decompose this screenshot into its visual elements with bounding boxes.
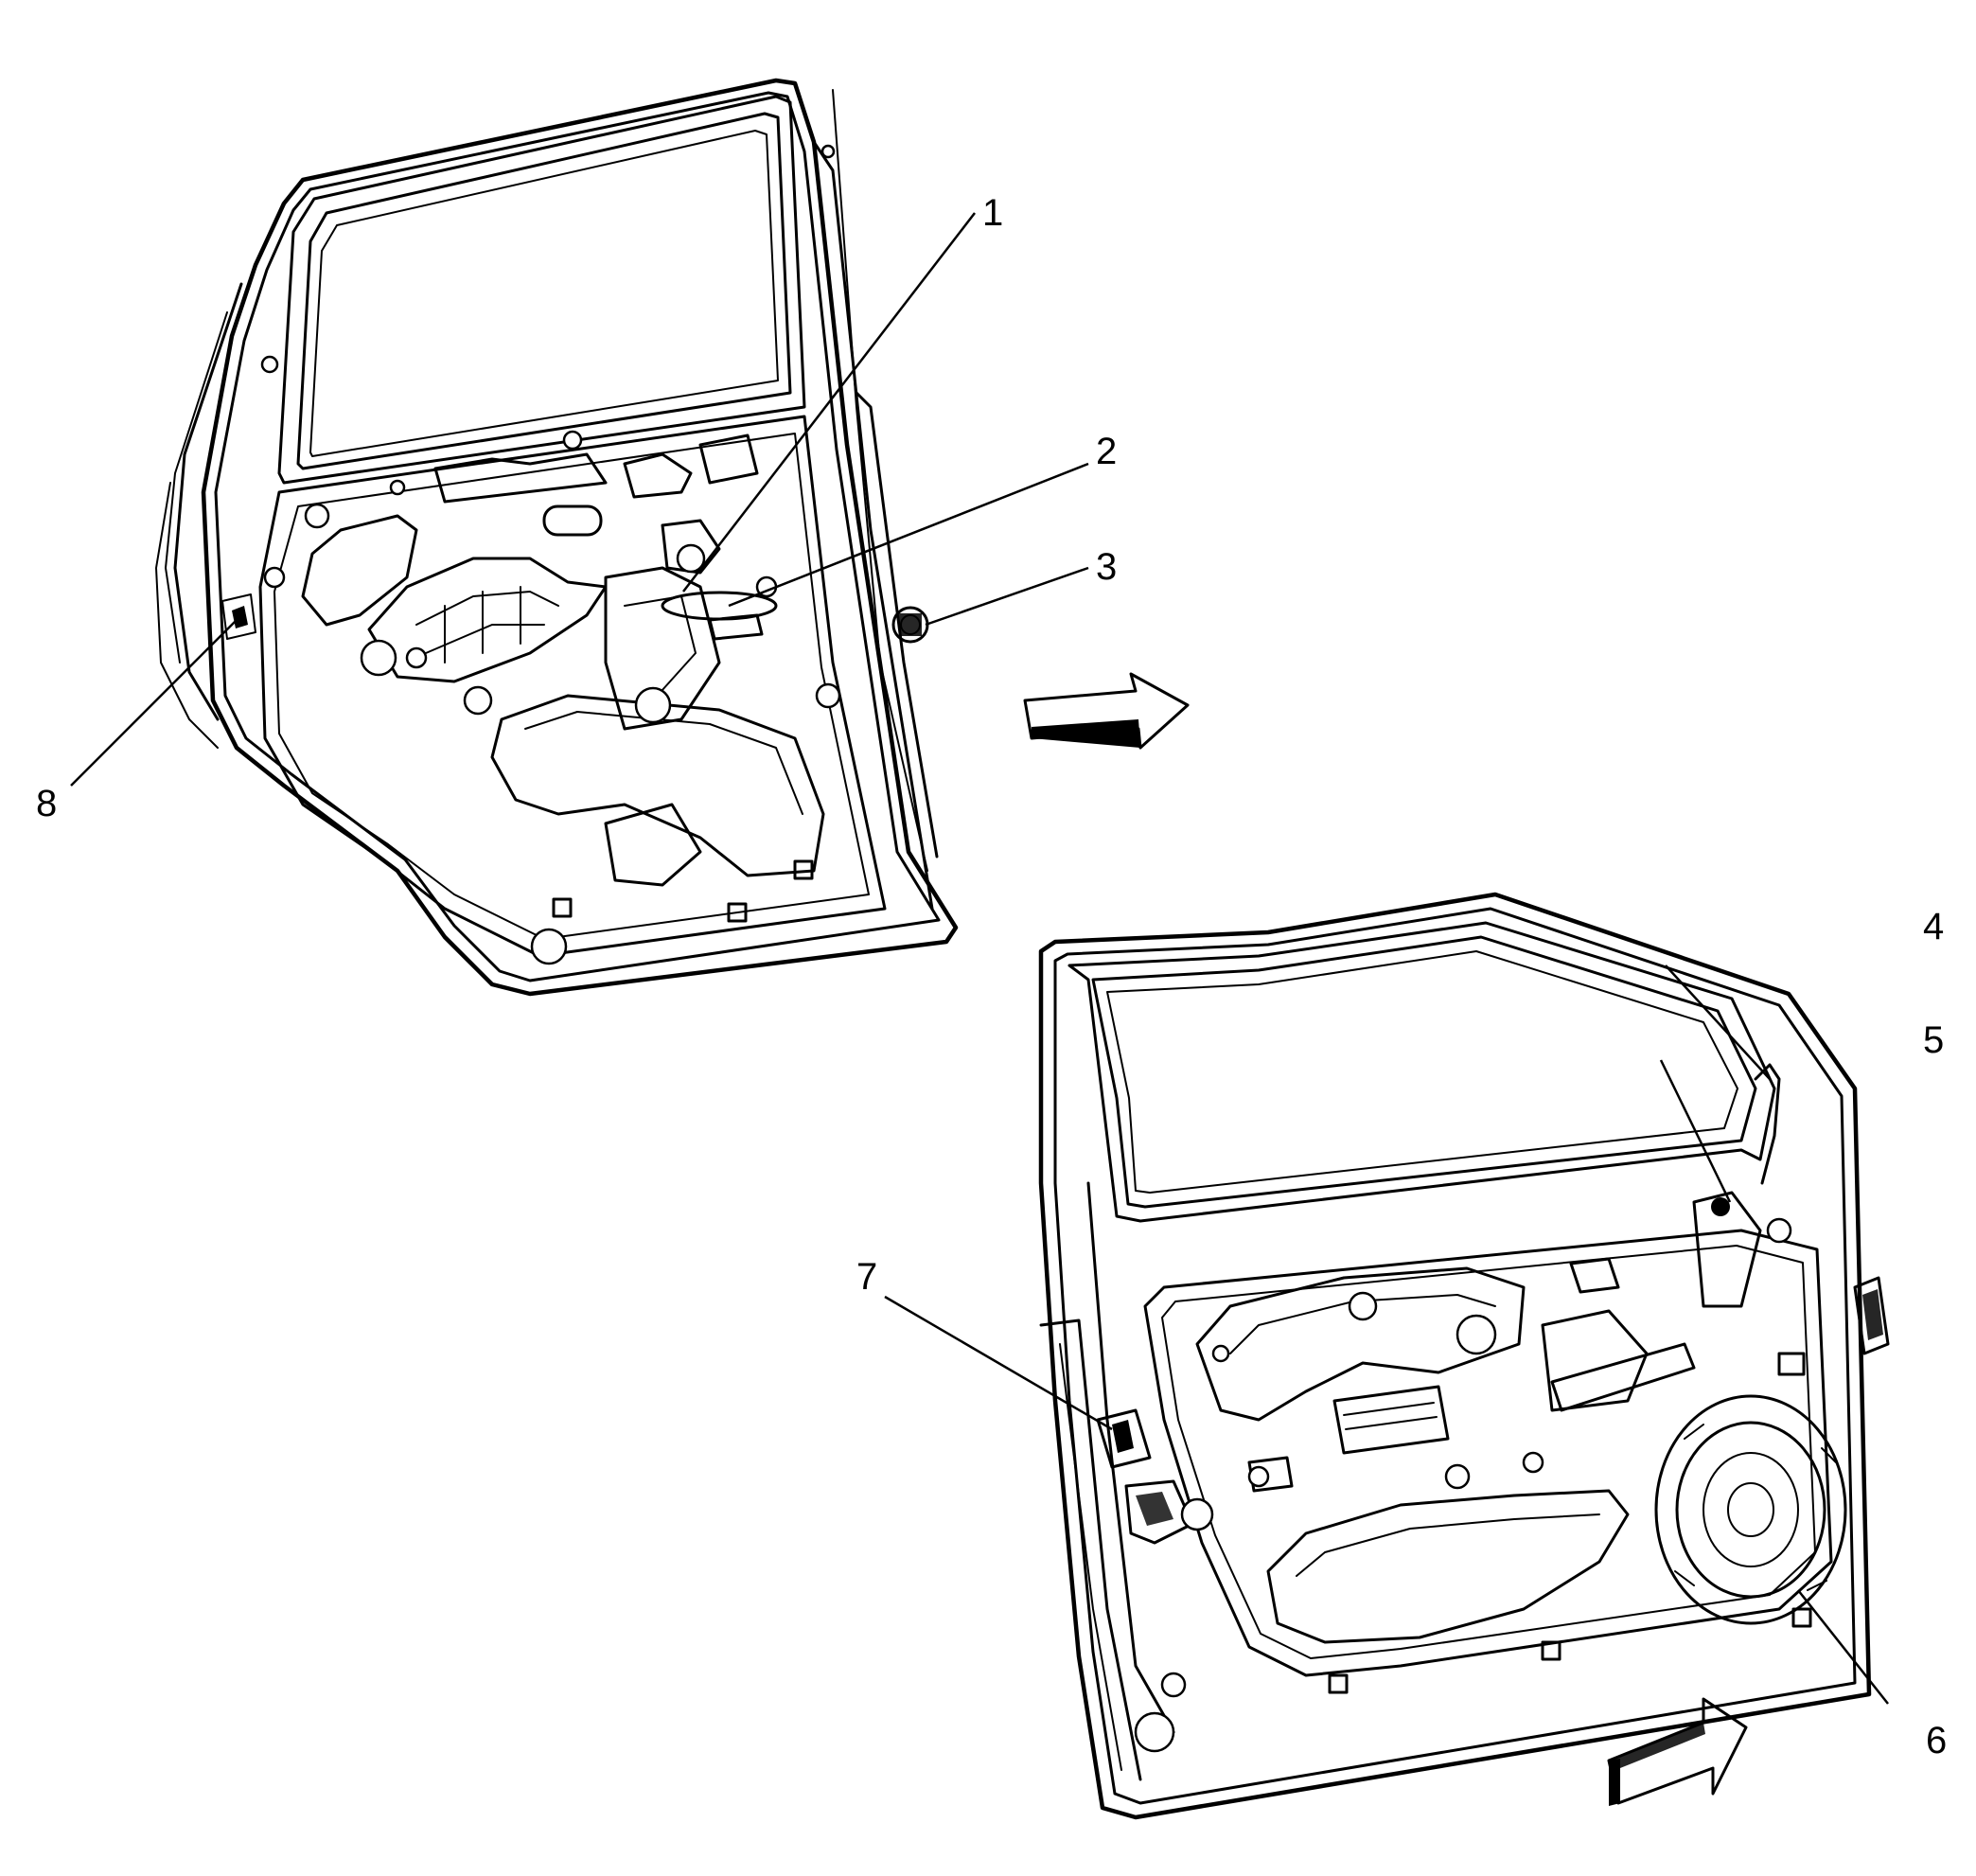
callout-4: 4 [1923,906,1944,947]
direction-arrow-upper [1023,672,1190,750]
leader-lines [70,212,1889,1705]
callout-2: 2 [1096,431,1117,472]
direction-arrow-lower [1607,1697,1748,1806]
callout-7: 7 [856,1256,877,1298]
callout-5: 5 [1923,1019,1944,1061]
rear-door [155,78,959,997]
callout-6: 6 [1926,1720,1947,1761]
callout-1: 1 [982,192,1003,234]
front-door [1038,892,1890,1820]
callout-3: 3 [1096,546,1117,588]
callout-8: 8 [36,783,57,824]
